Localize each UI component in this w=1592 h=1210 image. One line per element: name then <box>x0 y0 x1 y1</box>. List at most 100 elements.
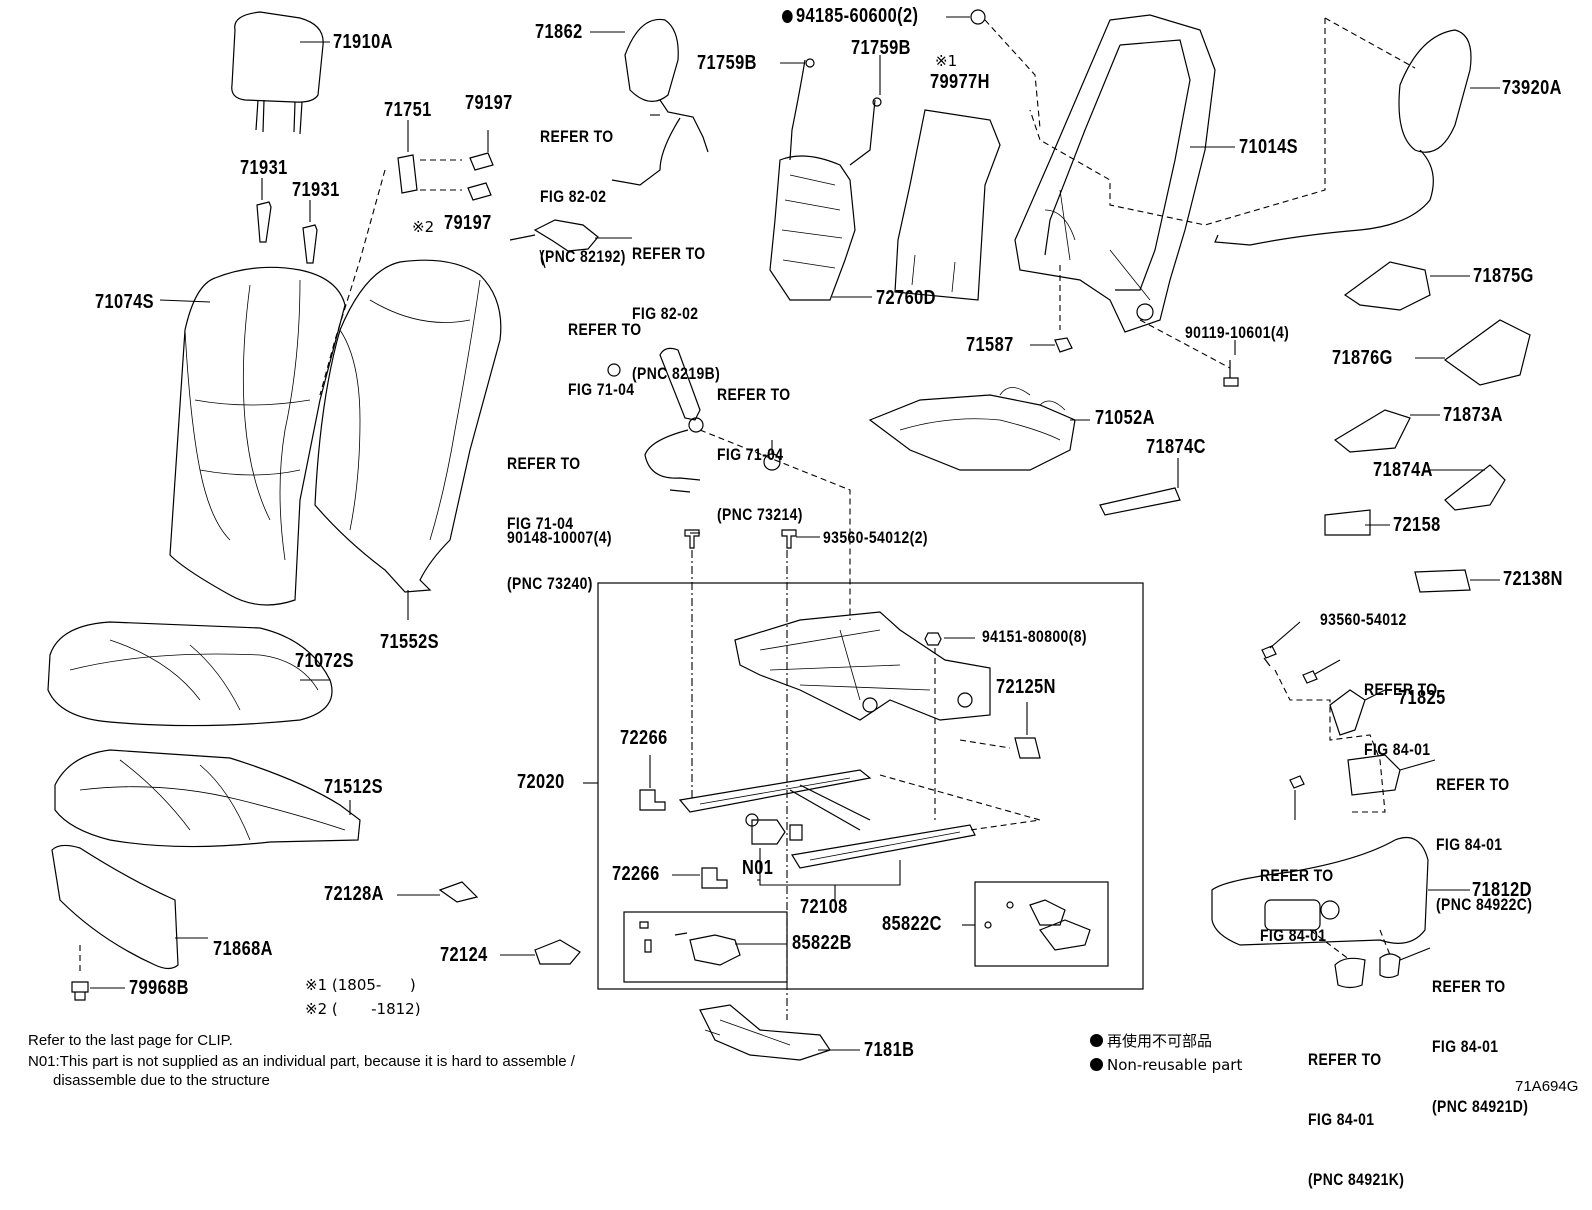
clips-bottom-drawing <box>397 881 581 965</box>
refer-fig-82-02-pnc-8219B[interactable]: REFER TO FIG 82-02 (PNC 8219B) <box>632 204 720 404</box>
refer-line-1: REFER TO <box>1308 1050 1382 1069</box>
parts-diagram: 71910A 71862 94185-60600(2) 71759B 71759… <box>28 6 1579 1190</box>
refer-line-3: (PNC 73240) <box>507 574 593 593</box>
pad-79977H-drawing <box>894 109 1001 301</box>
mark-1-79977H: ※1 <box>935 52 958 70</box>
refer-fig-84-01-pnc-84922C[interactable]: REFER TO FIG 84-01 (PNC 84922C) <box>1436 735 1532 935</box>
refer-line-2: FIG 84-01 <box>1432 1037 1499 1056</box>
seatback-cover-drawing <box>159 169 502 620</box>
label-7181B: 7181B <box>864 1039 915 1061</box>
rail-7181B-drawing <box>699 1004 860 1061</box>
clip-note: Refer to the last page for CLIP. <box>28 1032 233 1049</box>
legend-en: Non-reusable part <box>1090 1056 1242 1074</box>
label-72125N: 72125N <box>996 676 1056 698</box>
label-79197-a: 79197 <box>465 92 513 114</box>
label-79977H: 79977H <box>930 71 990 93</box>
label-94185-60600: 94185-60600(2) <box>782 6 918 27</box>
label-72124: 72124 <box>440 944 488 966</box>
label-90119-10601: 90119-10601(4) <box>1185 323 1290 342</box>
label-93560-54012-2: 93560-54012(2) <box>823 528 928 547</box>
label-79197-b: 79197 <box>444 212 492 234</box>
label-71587: 71587 <box>966 334 1014 356</box>
refer-line-2: FIG 82-02 <box>632 304 699 323</box>
label-85822B: 85822B <box>792 932 852 954</box>
refer-fig-84-01-b[interactable]: REFER TO FIG 84-01 <box>1260 826 1334 966</box>
refer-line-3: (PNC 73214) <box>717 505 803 524</box>
label-94151-80800: 94151-80800(8) <box>982 627 1087 646</box>
label-71552S: 71552S <box>380 631 440 653</box>
cover-71862-drawing <box>509 9 1041 269</box>
non-reusable-dot-icon <box>1090 1058 1103 1071</box>
label-71759B-b: 71759B <box>851 37 911 59</box>
label-72266-b: 72266 <box>612 863 660 885</box>
lumbar-72760D-drawing <box>769 55 882 301</box>
label-71074S: 71074S <box>95 291 155 313</box>
refer-line-1: REFER TO <box>1260 866 1334 885</box>
seat-cushion-drawing <box>47 621 361 1001</box>
refer-line-1: REFER TO <box>540 127 614 146</box>
refer-fig-71-04-pnc-73214[interactable]: REFER TO FIG 71-04 (PNC 73214) <box>717 345 803 545</box>
label-71014S: 71014S <box>1239 136 1299 158</box>
label-71862: 71862 <box>535 21 583 43</box>
label-71751: 71751 <box>384 99 432 121</box>
brackets-right-drawing <box>1324 261 1531 593</box>
refer-line-2: FIG 71-04 <box>507 514 574 533</box>
legend-jp-text: 再使用不可部品 <box>1107 1032 1213 1050</box>
label-73920A: 73920A <box>1502 77 1562 99</box>
label-71512S: 71512S <box>324 776 384 798</box>
label-71876G: 71876G <box>1332 347 1393 369</box>
refer-line-2: FIG 84-01 <box>1308 1110 1375 1129</box>
non-reusable-dot-icon <box>782 10 793 23</box>
label-71873A: 71873A <box>1443 404 1503 426</box>
label-72020: 72020 <box>517 771 565 793</box>
refer-fig-82-02-pnc-82192[interactable]: REFER TO FIG 82-02 (PNC 82192) <box>540 87 626 287</box>
refer-line-3: (PNC 84921D) <box>1432 1097 1529 1116</box>
n01-note-line1: N01:This part is not supplied as an indi… <box>28 1053 575 1070</box>
refer-line-3: (PNC 8219B) <box>632 364 721 383</box>
label-90148-10007: 90148-10007(4) <box>507 528 612 547</box>
label-71874C: 71874C <box>1146 436 1206 458</box>
refer-fig-84-01-pnc-84921K[interactable]: REFER TO FIG 84-01 (PNC 84921K) <box>1308 1010 1404 1210</box>
frame-71014S-drawing <box>1014 14 1416 387</box>
refer-line-2: FIG 84-01 <box>1364 740 1431 759</box>
label-71910A: 71910A <box>333 31 393 53</box>
refer-line-1: REFER TO <box>1364 680 1438 699</box>
refer-line-1: REFER TO <box>717 385 791 404</box>
label-85822C: 85822C <box>882 913 942 935</box>
refer-line-2: FIG 82-02 <box>540 187 607 206</box>
label-93560-54012: 93560-54012 <box>1320 610 1407 629</box>
figure-id: 71A694G <box>1515 1078 1579 1095</box>
label-72266-a: 72266 <box>620 727 668 749</box>
label-71759B-a: 71759B <box>697 52 757 74</box>
refer-line-3: (PNC 84922C) <box>1436 895 1533 914</box>
refer-line-1: REFER TO <box>632 244 706 263</box>
refer-line-1: REFER TO <box>1436 775 1510 794</box>
refer-line-2: FIG 84-01 <box>1260 926 1327 945</box>
mark-2-79197: ※2 <box>412 218 435 236</box>
refer-line-1: REFER TO <box>1432 977 1506 996</box>
label-71931-b: 71931 <box>292 179 340 201</box>
refer-line-1: REFER TO <box>507 454 581 473</box>
label-71931-a: 71931 <box>240 157 288 179</box>
adjuster-box-drawing <box>583 582 1144 990</box>
switch-parts-drawing <box>1211 621 1470 989</box>
refer-fig-71-04-a[interactable]: REFER TO FIG 71-04 <box>568 280 642 420</box>
label-71874A: 71874A <box>1373 459 1433 481</box>
refer-line-2: FIG 71-04 <box>568 380 635 399</box>
label-72158: 72158 <box>1393 514 1441 536</box>
refer-fig-84-01-pnc-84921D[interactable]: REFER TO FIG 84-01 (PNC 84921D) <box>1432 937 1528 1137</box>
label-72108: 72108 <box>800 896 848 918</box>
label-71825: 71825 <box>1398 687 1446 709</box>
refer-fig-84-01-a[interactable]: REFER TO FIG 84-01 <box>1364 640 1438 780</box>
label-71052A: 71052A <box>1095 407 1155 429</box>
refer-fig-71-04-pnc-73240[interactable]: REFER TO FIG 71-04 (PNC 73240) <box>507 414 593 614</box>
label-79968B: 79968B <box>129 977 189 999</box>
refer-line-2: FIG 84-01 <box>1436 835 1503 854</box>
label-72760D: 72760D <box>876 287 936 309</box>
legend-jp: 再使用不可部品 <box>1090 1030 1212 1051</box>
spring-71052A-drawing <box>868 387 1181 516</box>
label-72128A: 72128A <box>324 883 384 905</box>
airbag-73920A-drawing <box>1214 29 1500 246</box>
refer-line-1: REFER TO <box>568 320 642 339</box>
n01-note-line2: disassemble due to the structure <box>28 1072 270 1089</box>
